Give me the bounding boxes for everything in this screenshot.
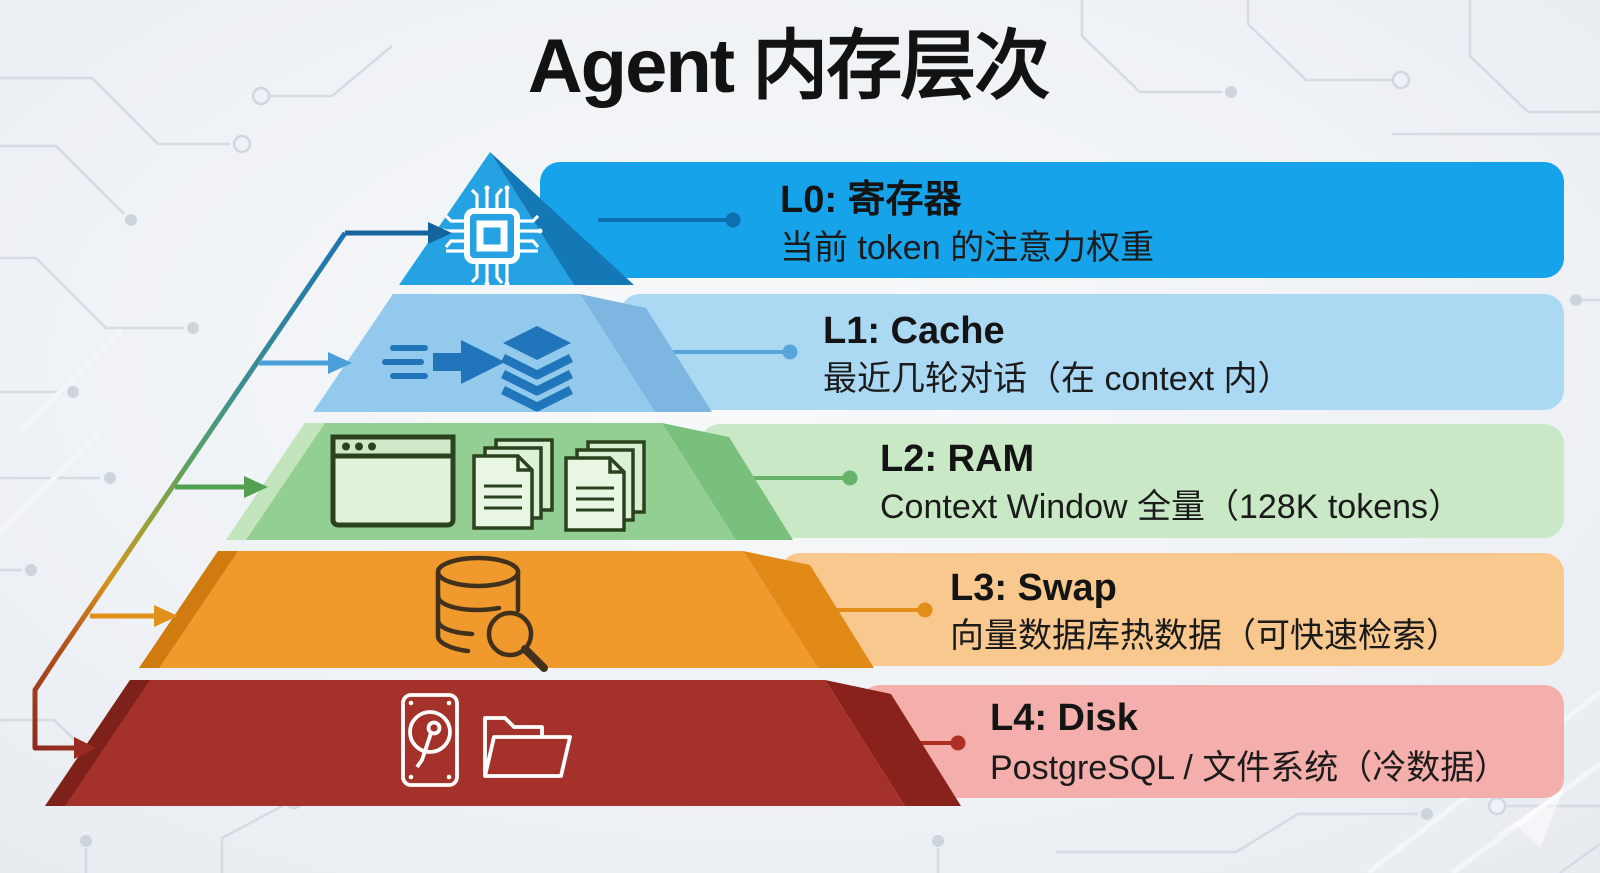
connector-dot-l2: [842, 470, 858, 486]
arrow-head-l0: [428, 222, 452, 244]
connector-dot-l1: [782, 344, 798, 360]
harddisk-and-folder-icon: [401, 693, 572, 787]
l0-desc: 当前 token 的注意力权重: [780, 229, 1154, 267]
bar-l0: [540, 162, 1564, 278]
l0-title: L0: 寄存器: [780, 179, 963, 221]
arrow-head-l4: [74, 737, 96, 759]
arrow-head-l2: [244, 476, 268, 498]
level-bars: [540, 162, 1564, 798]
gradient-spine-line: [32, 231, 348, 751]
l2-title: L2: RAM: [880, 438, 1034, 480]
bar-l2: [700, 424, 1564, 538]
pyramid-l1-side-face: [580, 294, 712, 412]
connector-dot-l0: [725, 212, 741, 228]
pyramid-l4-left-edge: [45, 680, 150, 806]
pyramid-l3-left-edge: [139, 551, 238, 668]
paper-plane-watermark: [1492, 788, 1564, 848]
level-icons: [330, 185, 646, 787]
l3-desc: 向量数据库热数据（可快速检索）: [950, 617, 1460, 655]
pyramid-l4-side-face: [825, 680, 961, 806]
l1-desc: 最近几轮对话（在 context 内）: [823, 360, 1292, 398]
l1-title: L1: Cache: [823, 310, 1005, 352]
bar-l1: [620, 294, 1564, 410]
pyramid-l2-side-face: [662, 423, 793, 540]
connector-dot-l4: [950, 735, 966, 751]
pyramid-l4-front-face: [45, 680, 905, 806]
level-labels: L0: 寄存器 当前 token 的注意力权重 L1: Cache 最近几轮对话…: [780, 179, 1508, 787]
window-and-documents-icon: [330, 434, 646, 532]
arrow-head-l1: [328, 352, 352, 374]
bar-l3: [780, 553, 1564, 666]
database-search-icon: [435, 555, 548, 672]
bar-l4: [860, 685, 1564, 798]
arrow-head-l3: [154, 605, 178, 627]
pyramid-l2-left-edge: [226, 423, 325, 540]
fast-arrow-stack-icon: [382, 326, 574, 412]
l4-desc: PostgreSQL / 文件系统（冷数据）: [990, 749, 1508, 787]
l2-desc: Context Window 全量（128K tokens）: [880, 488, 1462, 526]
l3-title: L3: Swap: [950, 567, 1117, 609]
pyramid-l0-side-face: [490, 152, 634, 285]
pyramid-l3-side-face: [743, 551, 874, 668]
flow-connectors: [32, 222, 452, 759]
page-title: Agent 内存层次: [528, 24, 1050, 109]
connector-dot-l3: [917, 602, 933, 618]
l4-title: L4: Disk: [990, 697, 1139, 739]
